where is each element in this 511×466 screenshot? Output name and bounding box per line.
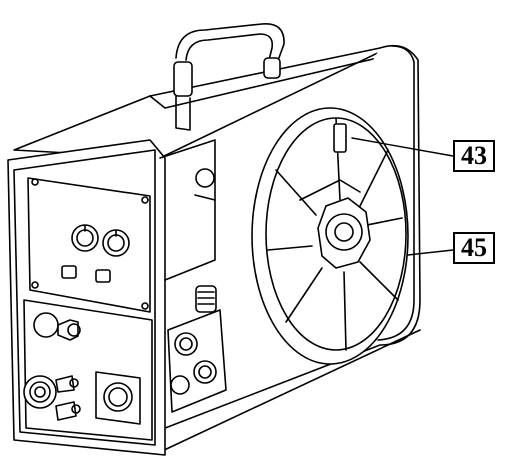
- leader-line-45: [407, 249, 454, 256]
- control-socket: [95, 371, 141, 425]
- callout-43: 43: [453, 140, 495, 172]
- leader-line-43: [351, 137, 454, 157]
- wire-spool-holder: [251, 107, 409, 365]
- power-connector: [33, 312, 81, 341]
- torch-socket: [23, 375, 57, 409]
- carry-handle: [173, 23, 285, 131]
- right-switch: [95, 269, 111, 283]
- right-knob: [102, 229, 130, 257]
- left-knob: [71, 224, 99, 252]
- callout-45: 45: [453, 232, 495, 264]
- callout-43-label: 43: [461, 141, 487, 170]
- callout-45-label: 45: [461, 233, 487, 262]
- left-switch: [61, 265, 77, 279]
- wire-drive: [167, 285, 227, 413]
- front-panel: [7, 139, 166, 456]
- gas-fitting: [55, 375, 81, 421]
- internal-cover: [159, 139, 216, 281]
